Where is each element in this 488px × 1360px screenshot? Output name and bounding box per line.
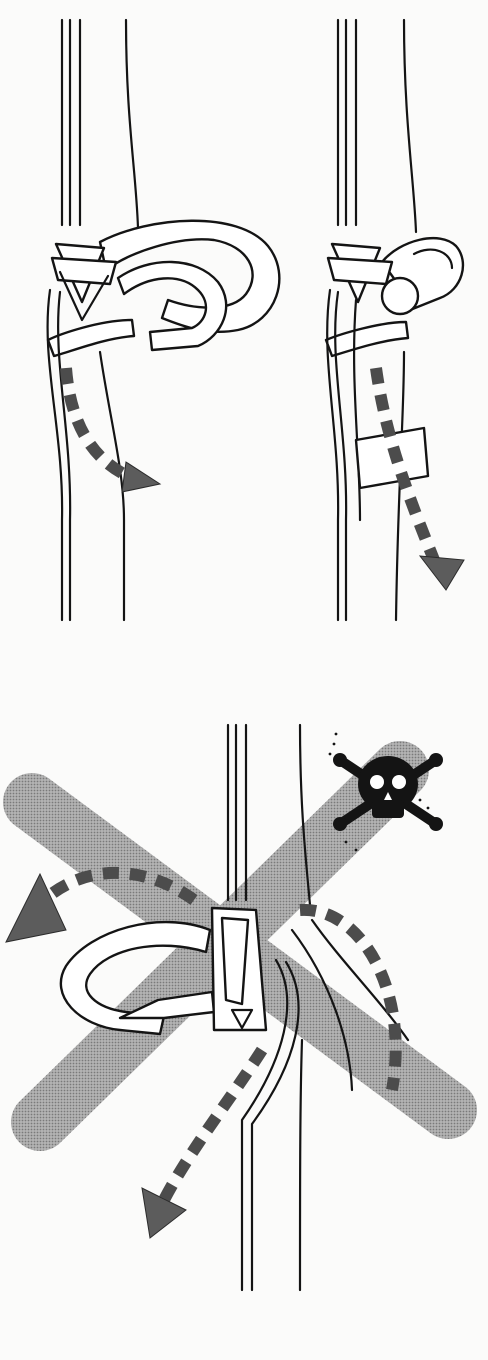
panel-step-1: [48, 20, 280, 620]
upper-webbing-right: [338, 20, 416, 232]
panel-step-2: [326, 20, 464, 620]
panel-incorrect: [6, 725, 448, 1290]
upper-webbing-left: [62, 20, 138, 228]
wrong-arrow-lower-left: [142, 1050, 262, 1238]
buckle-bottom: [212, 908, 266, 1030]
